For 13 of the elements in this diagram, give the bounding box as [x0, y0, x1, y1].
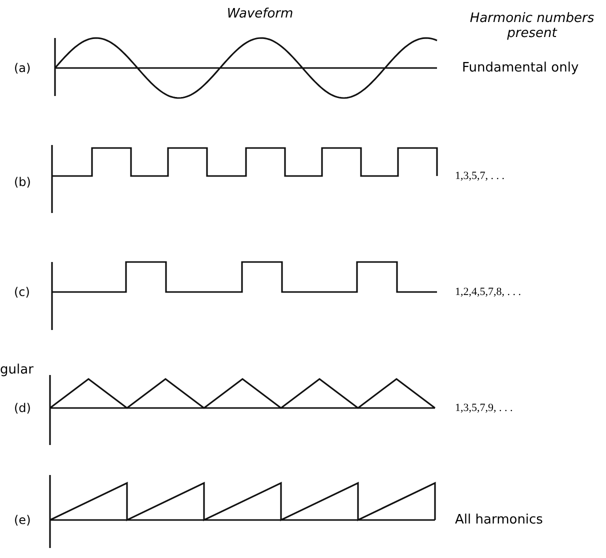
harmonics-label: 1,2,4,5,7,8, . . .: [455, 284, 522, 300]
row-label: (c): [14, 284, 31, 301]
harmonics-label: Fundamental only: [462, 59, 580, 78]
row-label: (d): [14, 400, 32, 417]
harmonics-label: All harmonics: [455, 511, 544, 530]
row-label: (e): [14, 512, 32, 529]
harmonics-label: 1,3,5,7,9, . . .: [455, 400, 514, 416]
column-heading: Harmonic numbers present: [468, 11, 596, 41]
row-label: (a): [14, 60, 32, 77]
harmonics-label: 1,3,5,7, . . .: [455, 168, 506, 184]
row-label: (b): [14, 174, 32, 191]
harmonics-label: gular: [0, 361, 34, 380]
column-heading: Waveform: [226, 6, 294, 22]
